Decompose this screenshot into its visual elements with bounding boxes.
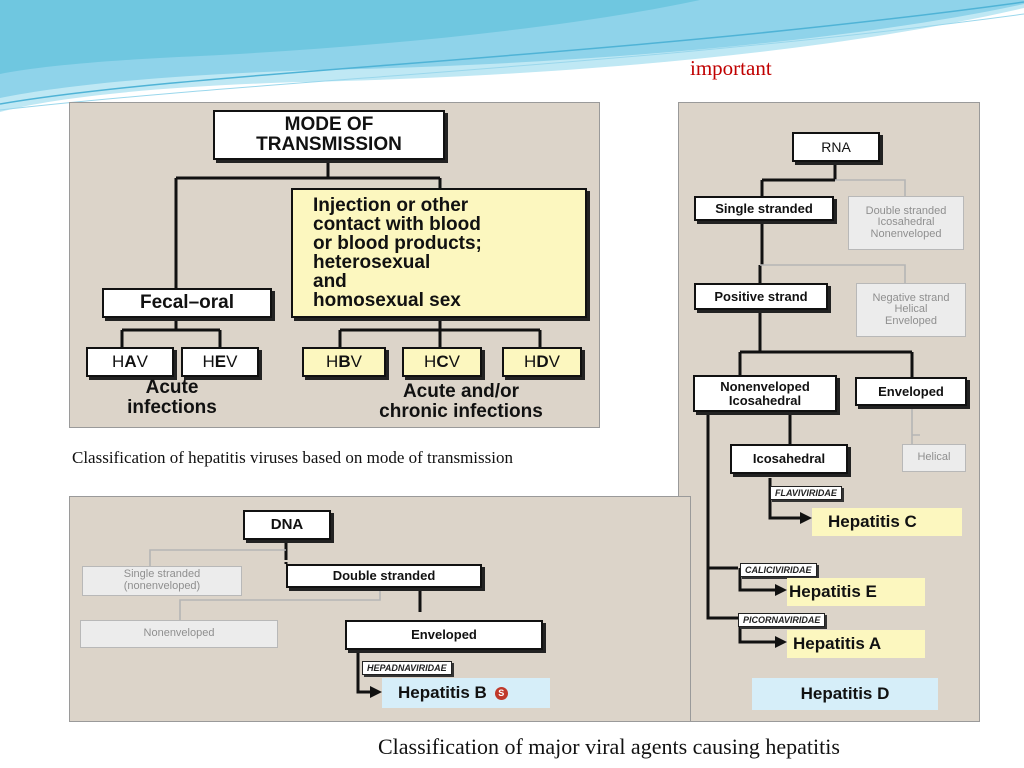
rna-single-stranded-box: Single stranded xyxy=(694,196,834,221)
dna-root-box: DNA xyxy=(243,510,331,540)
footer-caption: Classification of major viral agents cau… xyxy=(378,734,840,759)
virus-letter: H xyxy=(524,352,537,372)
virus-letter-bold: A xyxy=(124,352,137,372)
rna-enveloped-box: Enveloped xyxy=(855,377,967,406)
acute-infections-label: Acute infections xyxy=(127,377,217,418)
virus-letter: V xyxy=(350,352,362,372)
virus-letter-bold: D xyxy=(536,352,549,372)
rna-double-stranded-box: Double stranded Icosahedral Nonenveloped xyxy=(848,196,964,250)
picornaviridae-label: PICORNAVIRIDAE xyxy=(738,613,826,627)
hepatitis-d-label: Hepatitis D xyxy=(752,678,938,710)
virus-letter: H xyxy=(202,352,215,372)
hepadnaviridae-label: HEPADNAVIRIDAE xyxy=(362,661,452,675)
rna-nonenveloped-box: Nonenveloped Icosahedral xyxy=(693,375,837,412)
header-wave-decoration xyxy=(0,0,1024,112)
rna-positive-strand-box: Positive strand xyxy=(694,283,828,310)
rna-panel xyxy=(678,102,980,722)
dna-double-stranded-box: Double stranded xyxy=(286,564,482,588)
rna-negative-strand-box: Negative strand Helical Enveloped xyxy=(856,283,966,337)
rna-root-box: RNA xyxy=(792,132,880,162)
hepatitis-a-label: Hepatitis A xyxy=(787,630,925,658)
virus-letter-bold: C xyxy=(436,352,449,372)
hepatitis-b-badge-icon: S xyxy=(494,686,508,700)
virus-letter: H xyxy=(326,352,339,372)
hepatitis-b-text: Hepatitis B xyxy=(398,683,487,702)
mode-of-transmission-box: MODE OF TRANSMISSION xyxy=(213,110,445,160)
transmission-caption: Classification of hepatitis viruses base… xyxy=(72,448,513,467)
virus-letter: V xyxy=(548,352,560,372)
blood-contact-box: Injection or other contact with blood or… xyxy=(291,188,587,318)
hepatitis-c-label: Hepatitis C xyxy=(812,508,962,536)
important-note: important xyxy=(690,56,772,80)
chronic-infections-label: Acute and/or chronic infections xyxy=(379,381,543,422)
dna-panel xyxy=(69,496,691,722)
virus-letter: V xyxy=(226,352,238,372)
virus-letter: V xyxy=(136,352,148,372)
dna-nonenveloped-box: Nonenveloped xyxy=(80,620,278,648)
hepatitis-e-label: Hepatitis E xyxy=(787,578,925,606)
fecal-oral-box: Fecal–oral xyxy=(102,288,272,318)
dna-enveloped-box: Enveloped xyxy=(345,620,543,650)
rna-icosahedral-box: Icosahedral xyxy=(730,444,848,474)
virus-letter: H xyxy=(424,352,437,372)
virus-letter: V xyxy=(448,352,460,372)
virus-letter: H xyxy=(112,352,125,372)
dna-single-stranded-box: Single stranded (nonenveloped) xyxy=(82,566,242,596)
hepatitis-b-label: Hepatitis B S xyxy=(382,678,550,708)
virus-letter-bold: E xyxy=(214,352,227,372)
flaviviridae-label: FLAVIVIRIDAE xyxy=(770,486,842,500)
rna-helical-box: Helical xyxy=(902,444,966,472)
virus-letter-bold: B xyxy=(338,352,351,372)
caliciviridae-label: CALICIVIRIDAE xyxy=(740,563,817,577)
